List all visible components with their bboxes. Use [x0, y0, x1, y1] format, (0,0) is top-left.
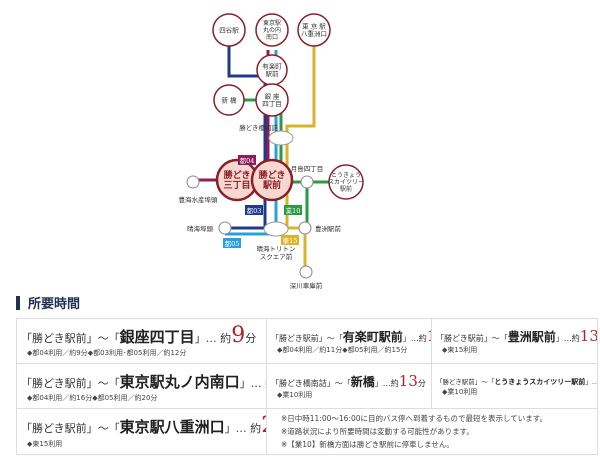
- svg-text:東15: 東15: [283, 236, 298, 245]
- station-toyosu: 豊洲駅前: [298, 221, 342, 235]
- station-tokyo-yaesu: 東 京 駅八重洲口: [297, 13, 331, 47]
- station-skytree: とうきょうスカイツリー駅前: [328, 164, 364, 200]
- section-heading: 所要時間: [16, 293, 80, 312]
- route-badge: 業10: [284, 205, 302, 215]
- route-badge: 都04: [238, 155, 256, 165]
- station-label: 四丁目: [262, 100, 282, 108]
- station-label: スクエア前: [260, 252, 293, 261]
- station-label: 南口: [266, 33, 278, 41]
- station-label: 丸の内: [263, 26, 281, 34]
- section-title: 所要時間: [28, 297, 81, 312]
- route-badge: 東15: [281, 235, 299, 245]
- station-label: 駅前: [266, 69, 280, 78]
- station-label: 勝どき: [259, 169, 286, 181]
- travel-time-table: 「勝どき駅前」〜「銀座四丁目」… 約9分◆都04利用／約9分◆都03利用･都05…: [16, 318, 598, 455]
- station-label: 三丁目: [223, 180, 250, 191]
- station-tsukishima: 月島四丁目: [291, 164, 324, 189]
- station-label: 有楽町: [262, 62, 282, 71]
- station-label: スカイツリー: [328, 179, 364, 186]
- station-label: 豊洲駅前: [315, 224, 342, 233]
- svg-text:都03: 都03: [247, 207, 262, 215]
- row-skytree: 「勝どき駅前」〜「とうきょうスカイツリー駅前」…約47分◆業10利用: [431, 363, 598, 409]
- row-tokyo-marunouchi: 「勝どき駅前」〜「東京駅丸ノ内南口」… 約16分◆都04利用／約16分◆都05利…: [16, 363, 267, 409]
- station-label: 晴海埠頭: [187, 224, 214, 233]
- station-label: 月島四丁目: [291, 164, 324, 173]
- notes: ※日中時11:00〜16:00に目的バス停へ到着するもので最短を表示しています。…: [266, 408, 598, 455]
- row-ginza: 「勝どき駅前」〜「銀座四丁目」… 約9分◆都04利用／約9分◆都03利用･都05…: [16, 318, 267, 364]
- route-map: 四谷駅東京駅丸の内南口東 京 駅八重洲口有楽町駅前新 橋銀 座四丁目勝どき三丁目…: [179, 13, 364, 290]
- station-label: 豊海水産埠頭: [179, 195, 219, 204]
- heading-bar-icon: [16, 295, 20, 310]
- station-label: 東 京 駅: [302, 22, 326, 31]
- station-yurakucho: 有楽町駅前: [256, 54, 288, 86]
- station-label: 銀 座: [264, 92, 280, 101]
- station-shimbashi: 新 橋: [213, 84, 245, 116]
- station-label: 駅前: [263, 179, 281, 191]
- svg-text:都04: 都04: [240, 157, 255, 165]
- station-label: 新 橋: [221, 95, 237, 104]
- station-label: 勝どき橋南詰: [239, 123, 278, 132]
- svg-text:業10: 業10: [286, 206, 301, 215]
- row-toyosu: 「勝どき駅前」〜「豊洲駅前」…約13分◆東15利用: [431, 318, 598, 364]
- row-tokyo-yaesu: 「勝どき駅前」〜「東京駅八重洲口」… 約21分◆東15利用: [16, 408, 267, 455]
- station-label: 深川車庫前: [290, 281, 323, 290]
- station-yotsuya: 四谷駅: [212, 13, 246, 47]
- station-fukagawa: 深川車庫前: [290, 265, 323, 290]
- svg-text:都05: 都05: [225, 240, 240, 248]
- route-badge: 都03: [245, 205, 263, 215]
- station-label: とうきょう: [331, 172, 361, 179]
- row-yurakucho: 「勝どき駅前」〜「有楽町駅前」…約11分◆都04利用／約11分◆都05利用／約1…: [266, 318, 432, 364]
- row-shimbashi: 「勝どき橋南詰」〜「新橋」…約13分◆業10利用: [266, 363, 432, 409]
- station-label: 勝どき: [224, 169, 251, 181]
- station-label: 駅前: [340, 185, 352, 193]
- station-ginza: 銀 座四丁目: [255, 83, 289, 117]
- route-badge: 都05: [223, 238, 241, 248]
- station-toyomi: 豊海水産埠頭: [179, 175, 219, 204]
- station-label: 東京駅: [263, 19, 281, 27]
- station-harumi-futo: 晴海埠頭: [187, 221, 232, 235]
- station-label: 八重洲口: [301, 30, 327, 38]
- station-kachidoki-bashi: 勝どき橋南詰: [239, 123, 294, 146]
- station-kachidoki-eki: 勝どき駅前: [250, 158, 294, 202]
- station-label: 四谷駅: [219, 25, 239, 34]
- station-label: 晴海トリトン: [257, 244, 296, 253]
